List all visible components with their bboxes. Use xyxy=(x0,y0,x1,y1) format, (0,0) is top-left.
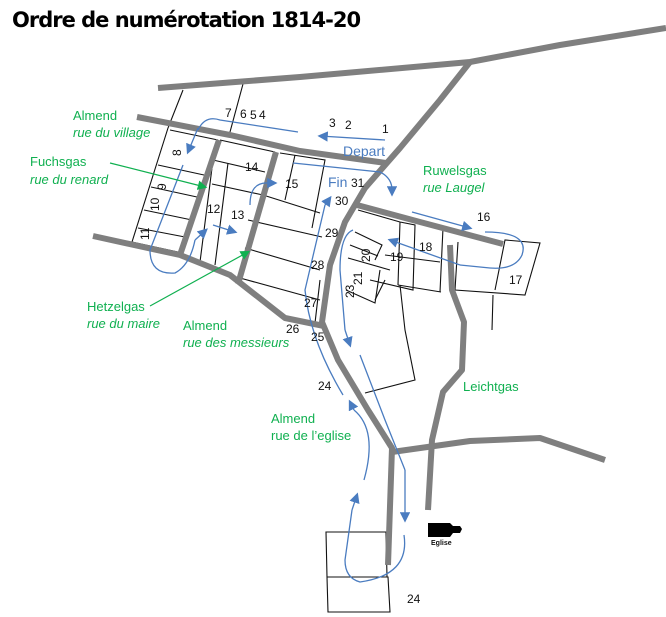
house-number: 1 xyxy=(382,122,389,136)
house-number: 6 xyxy=(240,107,247,121)
house-number: 14 xyxy=(245,160,259,174)
house-number: 11 xyxy=(138,227,152,240)
house-number: 3 xyxy=(329,116,336,130)
road-almend-village xyxy=(136,114,387,166)
label-fuchsgas: Fuchsgas xyxy=(30,154,87,169)
label-rue-du-renard: rue du renard xyxy=(30,172,109,187)
house-number: 25 xyxy=(311,330,325,344)
house-number: 24 xyxy=(407,592,421,606)
house-number: 20 xyxy=(359,248,373,262)
map-title: Ordre de numérotation 1814-20 xyxy=(12,8,361,32)
fuchsgas-pointer xyxy=(109,162,208,190)
house-number: 31 xyxy=(351,176,365,190)
house-number: 28 xyxy=(311,258,325,272)
house-number: 15 xyxy=(285,177,299,191)
route-end-label: Fin xyxy=(328,174,347,190)
house-number: 9 xyxy=(155,183,169,190)
house-number: 8 xyxy=(170,149,184,156)
label-hetzelgas: Hetzelgas xyxy=(87,299,145,314)
route-path xyxy=(149,118,524,583)
house-number: 5 xyxy=(250,108,257,122)
house-number: 16 xyxy=(477,210,491,224)
label-rue-de-leglise: rue de l’eglise xyxy=(271,428,351,443)
house-number: 30 xyxy=(335,194,349,208)
house-numbers: 1 2 3 4 5 6 7 8 9 10 11 12 13 14 15 16 1… xyxy=(138,106,523,606)
road-hetzelgas xyxy=(235,151,279,285)
house-number: 21 xyxy=(351,271,365,285)
house-number: 23 xyxy=(343,284,357,298)
road-lower-left xyxy=(92,233,325,329)
label-rue-laugel: rue Laugel xyxy=(423,180,486,195)
label-almend-village: Almend xyxy=(73,108,117,123)
label-ruwelsgas: Ruwelsgas xyxy=(423,163,487,178)
road-fuchsgas xyxy=(177,139,222,256)
label-rue-du-maire: rue du maire xyxy=(87,316,160,331)
label-rue-des-messieurs: rue des messieurs xyxy=(183,335,290,350)
house-number: 29 xyxy=(325,226,339,240)
church-icon xyxy=(428,523,462,537)
house-number: 18 xyxy=(419,240,433,254)
hetzelgas-pointer xyxy=(149,250,251,307)
label-almend-eglise: Almend xyxy=(271,411,315,426)
road-ruwelsgas xyxy=(356,202,504,247)
house-number: 7 xyxy=(225,106,232,120)
label-leichtgas: Leichtgas xyxy=(463,379,519,394)
house-number: 24 xyxy=(318,379,332,393)
house-number: 12 xyxy=(207,202,221,216)
house-number: 27 xyxy=(304,296,318,310)
roads xyxy=(92,25,666,566)
house-number: 4 xyxy=(259,108,266,122)
road-leichtgas xyxy=(425,244,467,511)
house-number: 10 xyxy=(148,197,162,211)
house-number: 13 xyxy=(231,208,245,222)
road-north xyxy=(157,25,666,91)
road-east xyxy=(391,435,606,463)
house-number: 17 xyxy=(509,273,523,287)
church-label: Eglise xyxy=(431,540,452,547)
label-almend-messieurs: Almend xyxy=(183,318,227,333)
route-start-label: Depart xyxy=(343,143,385,159)
house-number: 2 xyxy=(345,118,352,132)
label-rue-du-village: rue du village xyxy=(73,125,150,140)
house-number: 19 xyxy=(390,250,404,264)
road-main xyxy=(319,60,473,566)
house-number: 26 xyxy=(286,322,300,336)
